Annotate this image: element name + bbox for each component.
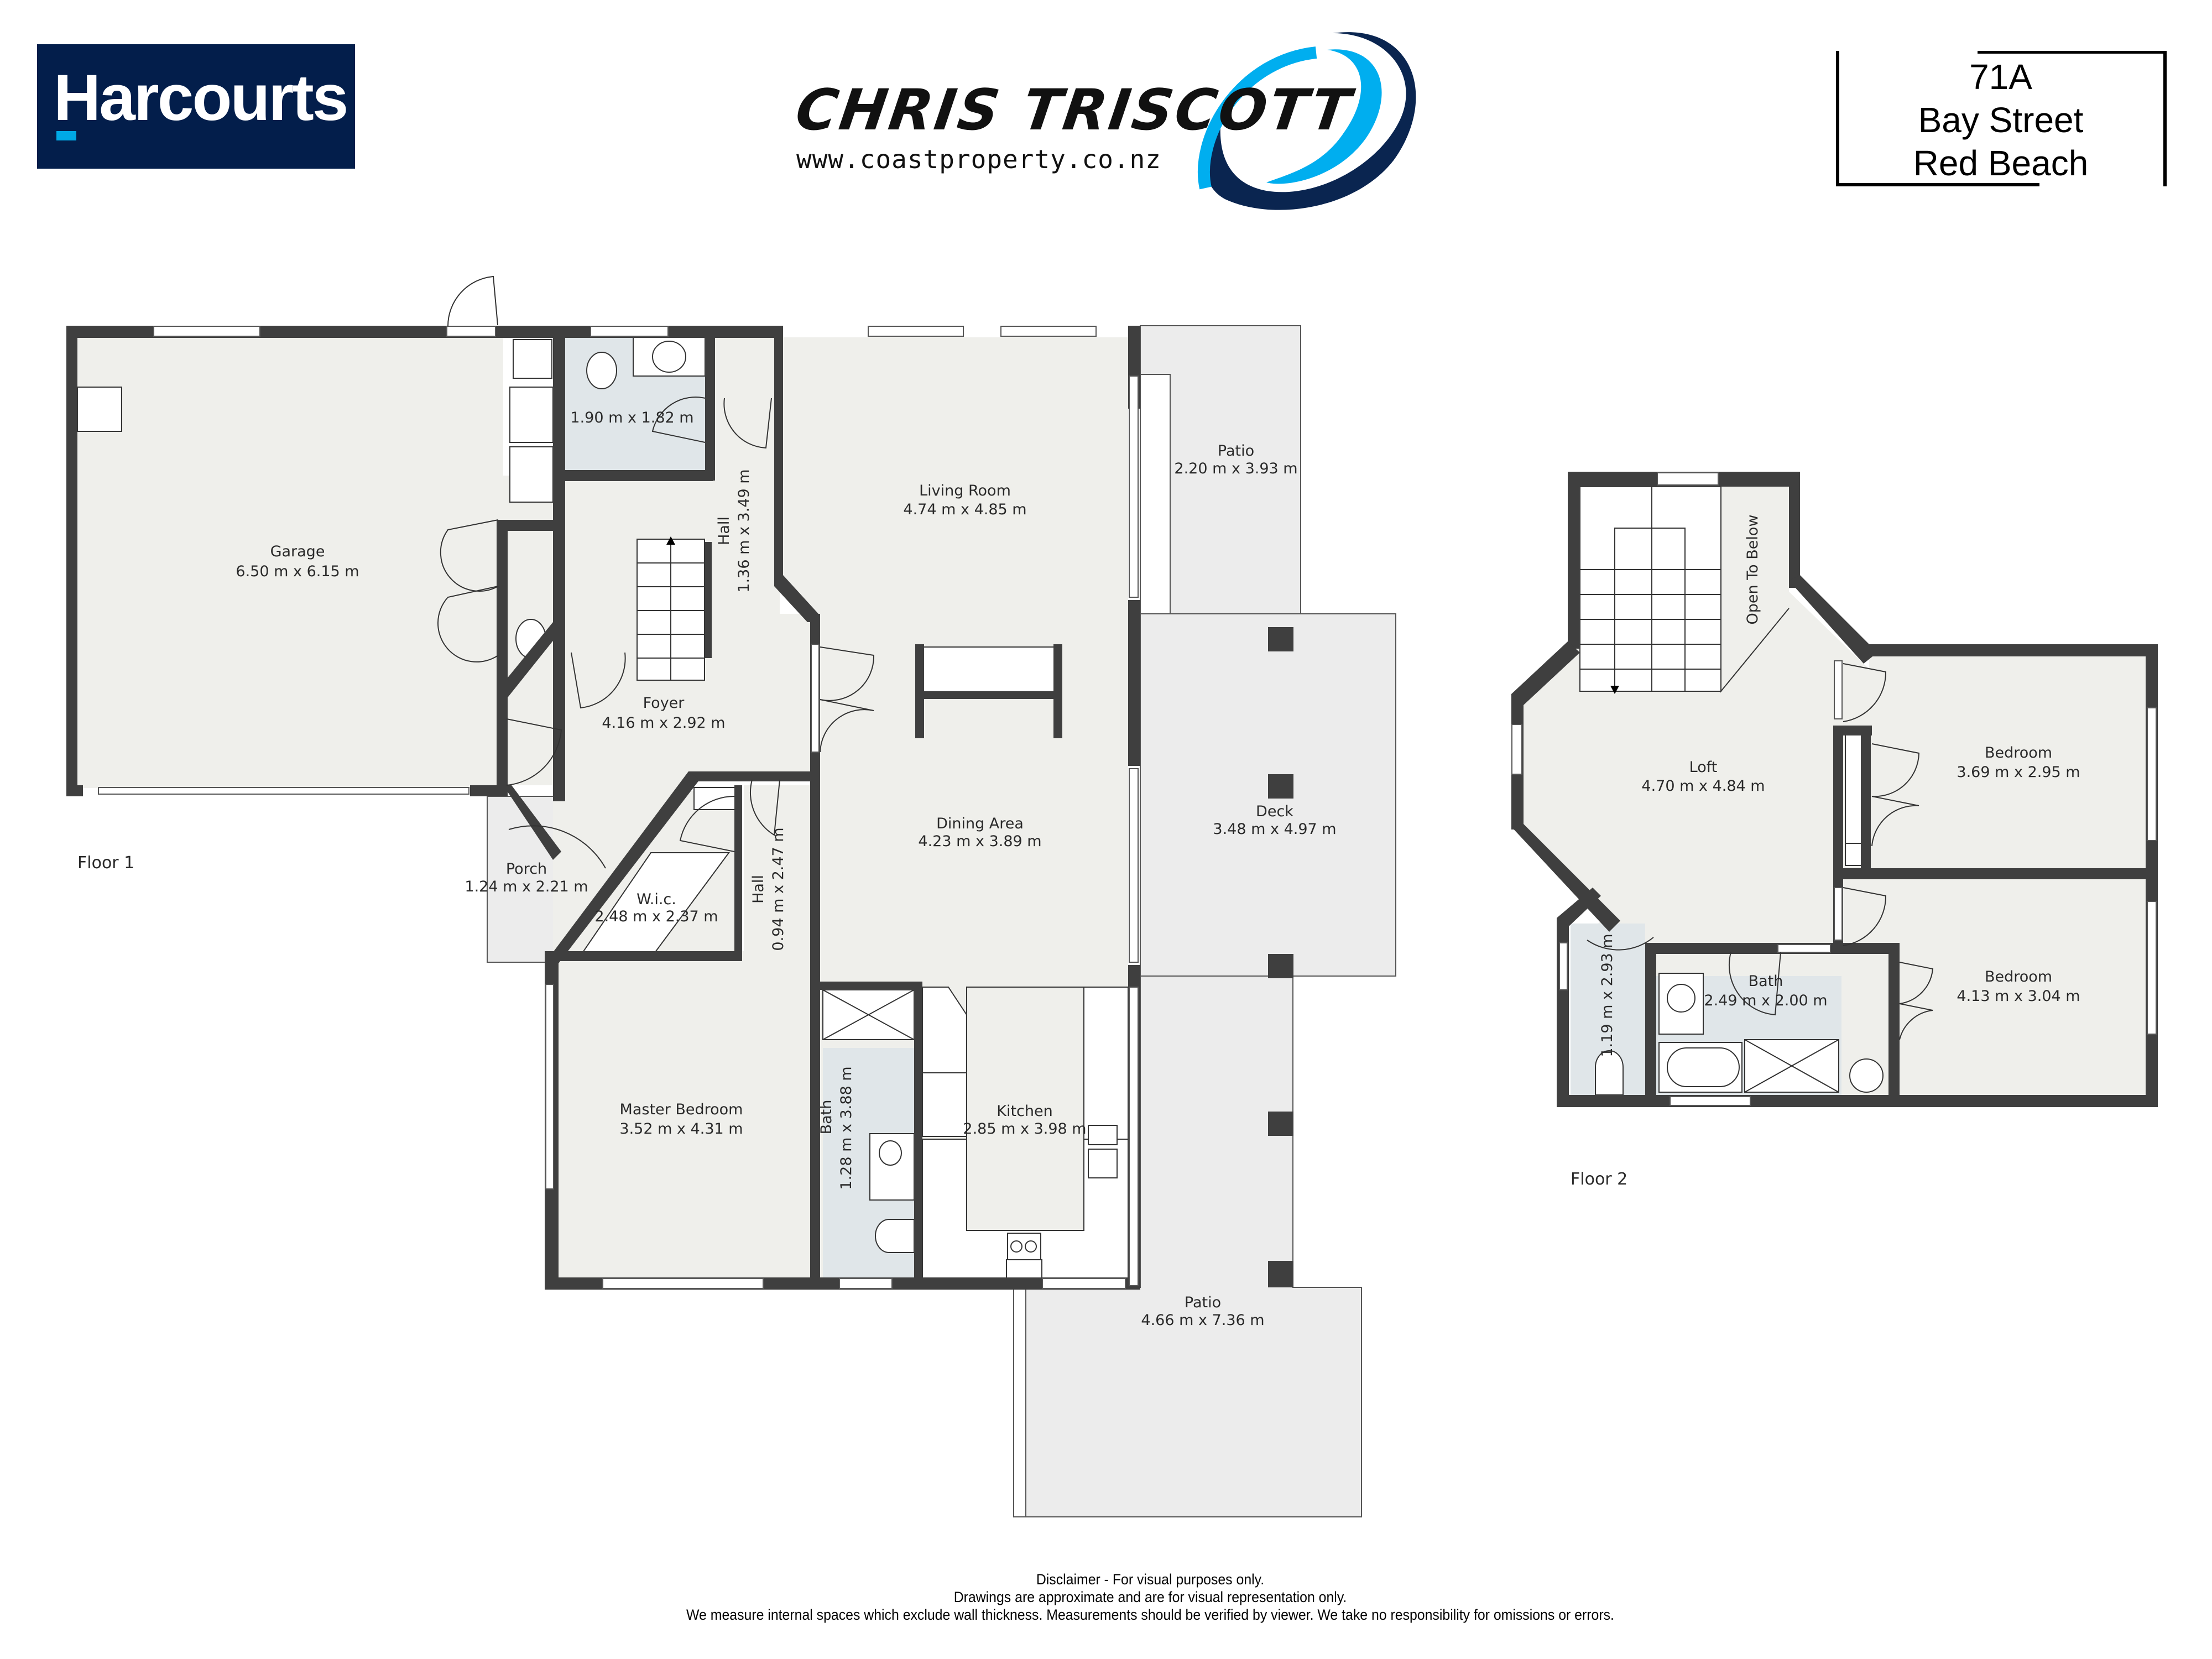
- room-name-bedroom-2: Bedroom: [1985, 968, 2052, 985]
- room-size-living-room: 4.74 m x 4.85 m: [903, 501, 1026, 518]
- room-size-garage: 6.50 m x 6.15 m: [236, 563, 359, 580]
- floor1-outdoor-areas: [487, 325, 1396, 1517]
- room-size-bath-2: 2.49 m x 2.00 m: [1704, 992, 1827, 1009]
- address-street: Bay Street: [1918, 100, 2084, 140]
- room-size-patio-top: 2.20 m x 3.93 m: [1174, 460, 1297, 477]
- room-name-dining-area: Dining Area: [936, 815, 1024, 832]
- disclaimer-line-1: Disclaimer - For visual purposes only.: [1036, 1571, 1265, 1588]
- room-name-patio-top: Patio: [1218, 442, 1254, 460]
- room-size-bedroom-2: 4.13 m x 3.04 m: [1957, 988, 2080, 1005]
- room-size-toilet: 1.90 m x 1.82 m: [570, 409, 693, 426]
- room-size-foyer: 4.16 m x 2.92 m: [602, 714, 725, 732]
- room-name-wic: W.i.c.: [637, 891, 676, 908]
- room-name-bath-1: Bath: [818, 1100, 835, 1135]
- room-name-bedroom-1: Bedroom: [1985, 744, 2052, 761]
- room-size-patio-bottom: 4.66 m x 7.36 m: [1141, 1312, 1264, 1329]
- room-name-living-room: Living Room: [919, 482, 1011, 499]
- room-size-wc-2: 1.19 m x 2.93 m: [1599, 933, 1616, 1057]
- address-unit: 71A: [1969, 57, 2032, 97]
- floor1-labels: Garage 6.50 m x 6.15 m 1.90 m x 1.82 m H…: [77, 409, 1337, 1329]
- harcourts-accent-bar: [56, 131, 76, 140]
- room-name-foyer: Foyer: [643, 695, 685, 712]
- harcourts-logo: Harcourts: [37, 44, 355, 169]
- room-size-bedroom-1: 3.69 m x 2.95 m: [1957, 764, 2080, 781]
- room-name-deck: Deck: [1256, 803, 1293, 820]
- room-name-open-to-below: Open To Below: [1744, 515, 1761, 625]
- room-name-hall-1: Hall: [716, 517, 733, 545]
- room-name-master-bedroom: Master Bedroom: [620, 1101, 743, 1118]
- stair-down-arrow-icon: [1610, 686, 1619, 694]
- room-name-garage: Garage: [270, 543, 325, 560]
- disclaimer-line-3: We measure internal spaces which exclude…: [686, 1606, 1614, 1623]
- floor-1-label: Floor 1: [77, 853, 134, 873]
- room-name-hall-2: Hall: [750, 875, 767, 904]
- room-size-hall-1: 1.36 m x 3.49 m: [735, 469, 753, 592]
- room-name-kitchen: Kitchen: [997, 1103, 1052, 1120]
- room-size-kitchen: 2.85 m x 3.98 m: [963, 1120, 1086, 1138]
- disclaimer-line-2: Drawings are approximate and are for vis…: [953, 1589, 1347, 1605]
- room-name-loft: Loft: [1689, 759, 1718, 776]
- floor1-openings: [98, 275, 1139, 1289]
- room-name-porch: Porch: [506, 860, 547, 878]
- disclaimer: Disclaimer - For visual purposes only. D…: [82, 1571, 1964, 1624]
- harcourts-logo-text: Harcourts: [54, 61, 348, 134]
- room-name-patio-bottom: Patio: [1185, 1294, 1221, 1311]
- floor-2-label: Floor 2: [1571, 1170, 1627, 1189]
- room-size-dining-area: 4.23 m x 3.89 m: [918, 833, 1041, 850]
- room-name-bath-2: Bath: [1749, 973, 1783, 990]
- hot-water-cylinder-icon-2: [1849, 1058, 1884, 1093]
- agent-website: www.coastproperty.co.nz: [796, 144, 1161, 174]
- room-size-bath-1: 1.28 m x 3.88 m: [838, 1066, 855, 1190]
- room-size-wic: 2.48 m x 2.37 m: [594, 908, 718, 925]
- stair-up-arrow-icon: [666, 536, 675, 545]
- floor2-plan: Open To Below Loft 4.70 m x 4.84 m Bedro…: [1511, 472, 2158, 1189]
- room-size-loft: 4.70 m x 4.84 m: [1641, 778, 1765, 795]
- room-size-porch: 1.24 m x 2.21 m: [465, 878, 588, 895]
- room-size-master-bedroom: 3.52 m x 4.31 m: [619, 1120, 743, 1138]
- agent-logo: CHRIS TRISCOTT www.coastproperty.co.nz: [792, 77, 1357, 174]
- property-address: 71A Bay Street Red Beach: [1835, 51, 2167, 186]
- room-size-hall-2: 0.94 m x 2.47 m: [770, 827, 787, 951]
- address-suburb: Red Beach: [1913, 143, 2089, 183]
- room-size-deck: 3.48 m x 4.97 m: [1213, 821, 1336, 838]
- floor1-fixtures: [77, 337, 1129, 1289]
